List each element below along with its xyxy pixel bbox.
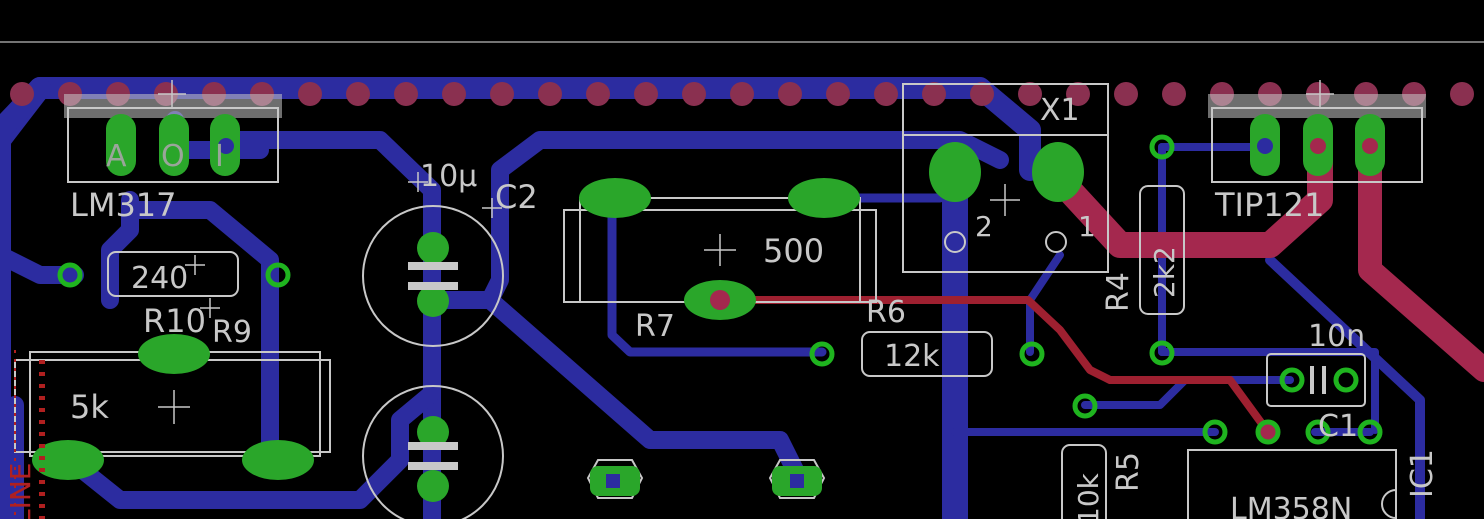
lm317-pin-a-label: A bbox=[106, 139, 127, 174]
c2-name-label: C2 bbox=[495, 178, 538, 216]
silkscreen-outlines bbox=[14, 83, 1426, 519]
pads-layer bbox=[32, 114, 1385, 502]
r7-name-label: R7 bbox=[635, 309, 675, 344]
r9-value-label: 5k bbox=[70, 388, 109, 426]
c1-value-label: 10n bbox=[1308, 319, 1365, 354]
r10-value-label: 240 bbox=[131, 261, 188, 296]
left-edge-label: LINE bbox=[4, 463, 37, 519]
x1-pin2-label: 2 bbox=[975, 210, 993, 243]
r9-name-label: R9 bbox=[212, 315, 252, 350]
x1-name-label: X1 bbox=[1040, 93, 1080, 128]
lm317-pin-i-label: I bbox=[215, 139, 224, 174]
thin-top-trace bbox=[718, 296, 1272, 436]
ic1-value-label: LM358N bbox=[1230, 492, 1352, 519]
c2-value-label: 10µ bbox=[420, 159, 477, 194]
part-origin-crosshairs bbox=[158, 80, 1334, 424]
c1-name-label: C1 bbox=[1318, 409, 1358, 444]
r6-name-label: R6 bbox=[866, 295, 906, 330]
tip121-name-label: TIP121 bbox=[1214, 186, 1324, 224]
header-dot-row bbox=[10, 82, 1474, 106]
r5-value-label: 10k bbox=[1072, 472, 1105, 519]
top-copper-layer bbox=[1047, 137, 1484, 382]
r5-name-label: R5 bbox=[1111, 452, 1146, 492]
r7-value-label: 500 bbox=[763, 232, 824, 270]
lm317-pin-o-label: O bbox=[161, 139, 185, 174]
r4-value-label: 2k2 bbox=[1148, 246, 1181, 298]
r10-name-label: R10 bbox=[143, 302, 206, 340]
lm317-name-label: LM317 bbox=[70, 186, 177, 224]
r6-value-label: 12k bbox=[884, 339, 940, 374]
ic1-name-label: IC1 bbox=[1405, 449, 1440, 498]
r4-name-label: R4 bbox=[1101, 272, 1136, 312]
left-edge-connector bbox=[14, 350, 45, 519]
x1-pin1-label: 1 bbox=[1078, 210, 1096, 243]
